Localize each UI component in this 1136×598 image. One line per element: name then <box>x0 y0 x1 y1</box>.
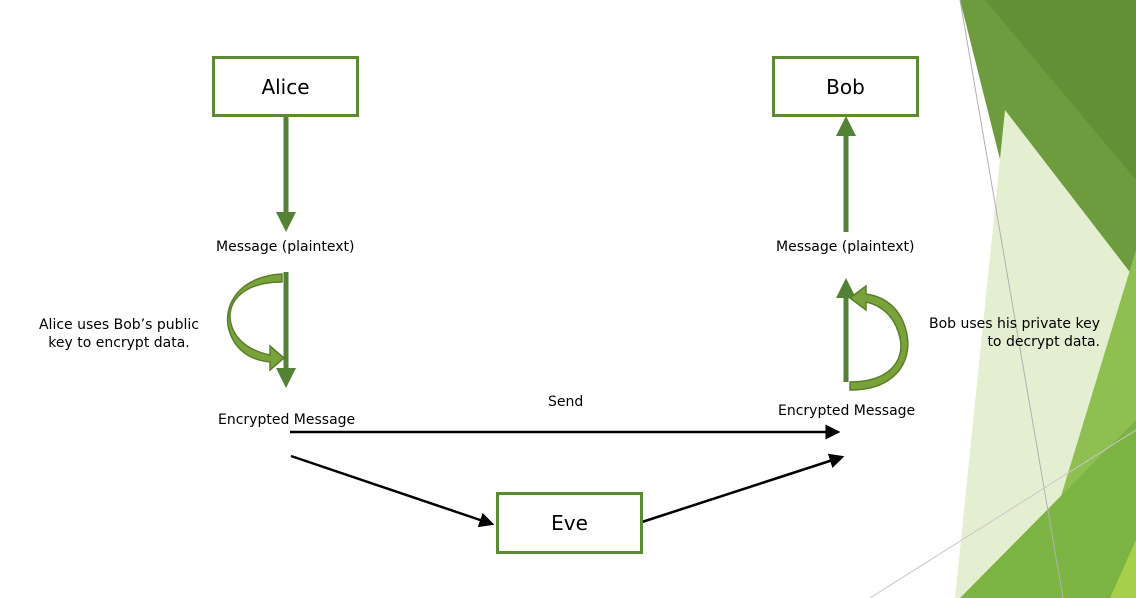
alice-plaintext-label: Message (plaintext) <box>216 239 355 255</box>
alice-note-line-2: key to encrypt data. <box>48 335 190 351</box>
alice-note-line-1: Alice uses Bob’s public <box>38 317 199 333</box>
decor-corner-shape <box>1110 540 1136 598</box>
bob-plaintext-label: Message (plaintext) <box>776 239 915 255</box>
alice-node: Alice <box>212 56 359 117</box>
bob-label: Bob <box>826 74 865 99</box>
bob-note-line-2: to decrypt data. <box>987 334 1100 350</box>
alice-label: Alice <box>261 74 310 99</box>
eve-to-bob-arrow <box>641 453 845 524</box>
bob-node: Bob <box>772 56 919 117</box>
decor-line-1 <box>959 0 1064 598</box>
alice-note: Alice uses Bob’s public key to encrypt d… <box>34 316 204 352</box>
decor-line-2 <box>869 429 1136 598</box>
eve-label: Eve <box>551 511 588 535</box>
bob-curved-arrow <box>848 284 909 391</box>
send-label: Send <box>548 394 584 410</box>
decor-dark-top <box>985 0 1136 180</box>
eve-node: Eve <box>496 492 643 554</box>
bob-note-line-1: Bob uses his private key <box>929 316 1100 332</box>
alice-encrypted-label: Encrypted Message <box>218 412 356 428</box>
bob-encrypted-label: Encrypted Message <box>778 403 916 419</box>
intercept-to-eve-arrow <box>290 454 495 528</box>
alice-curved-arrow <box>226 273 286 372</box>
bob-note: Bob uses his private key to decrypt data… <box>918 315 1100 351</box>
